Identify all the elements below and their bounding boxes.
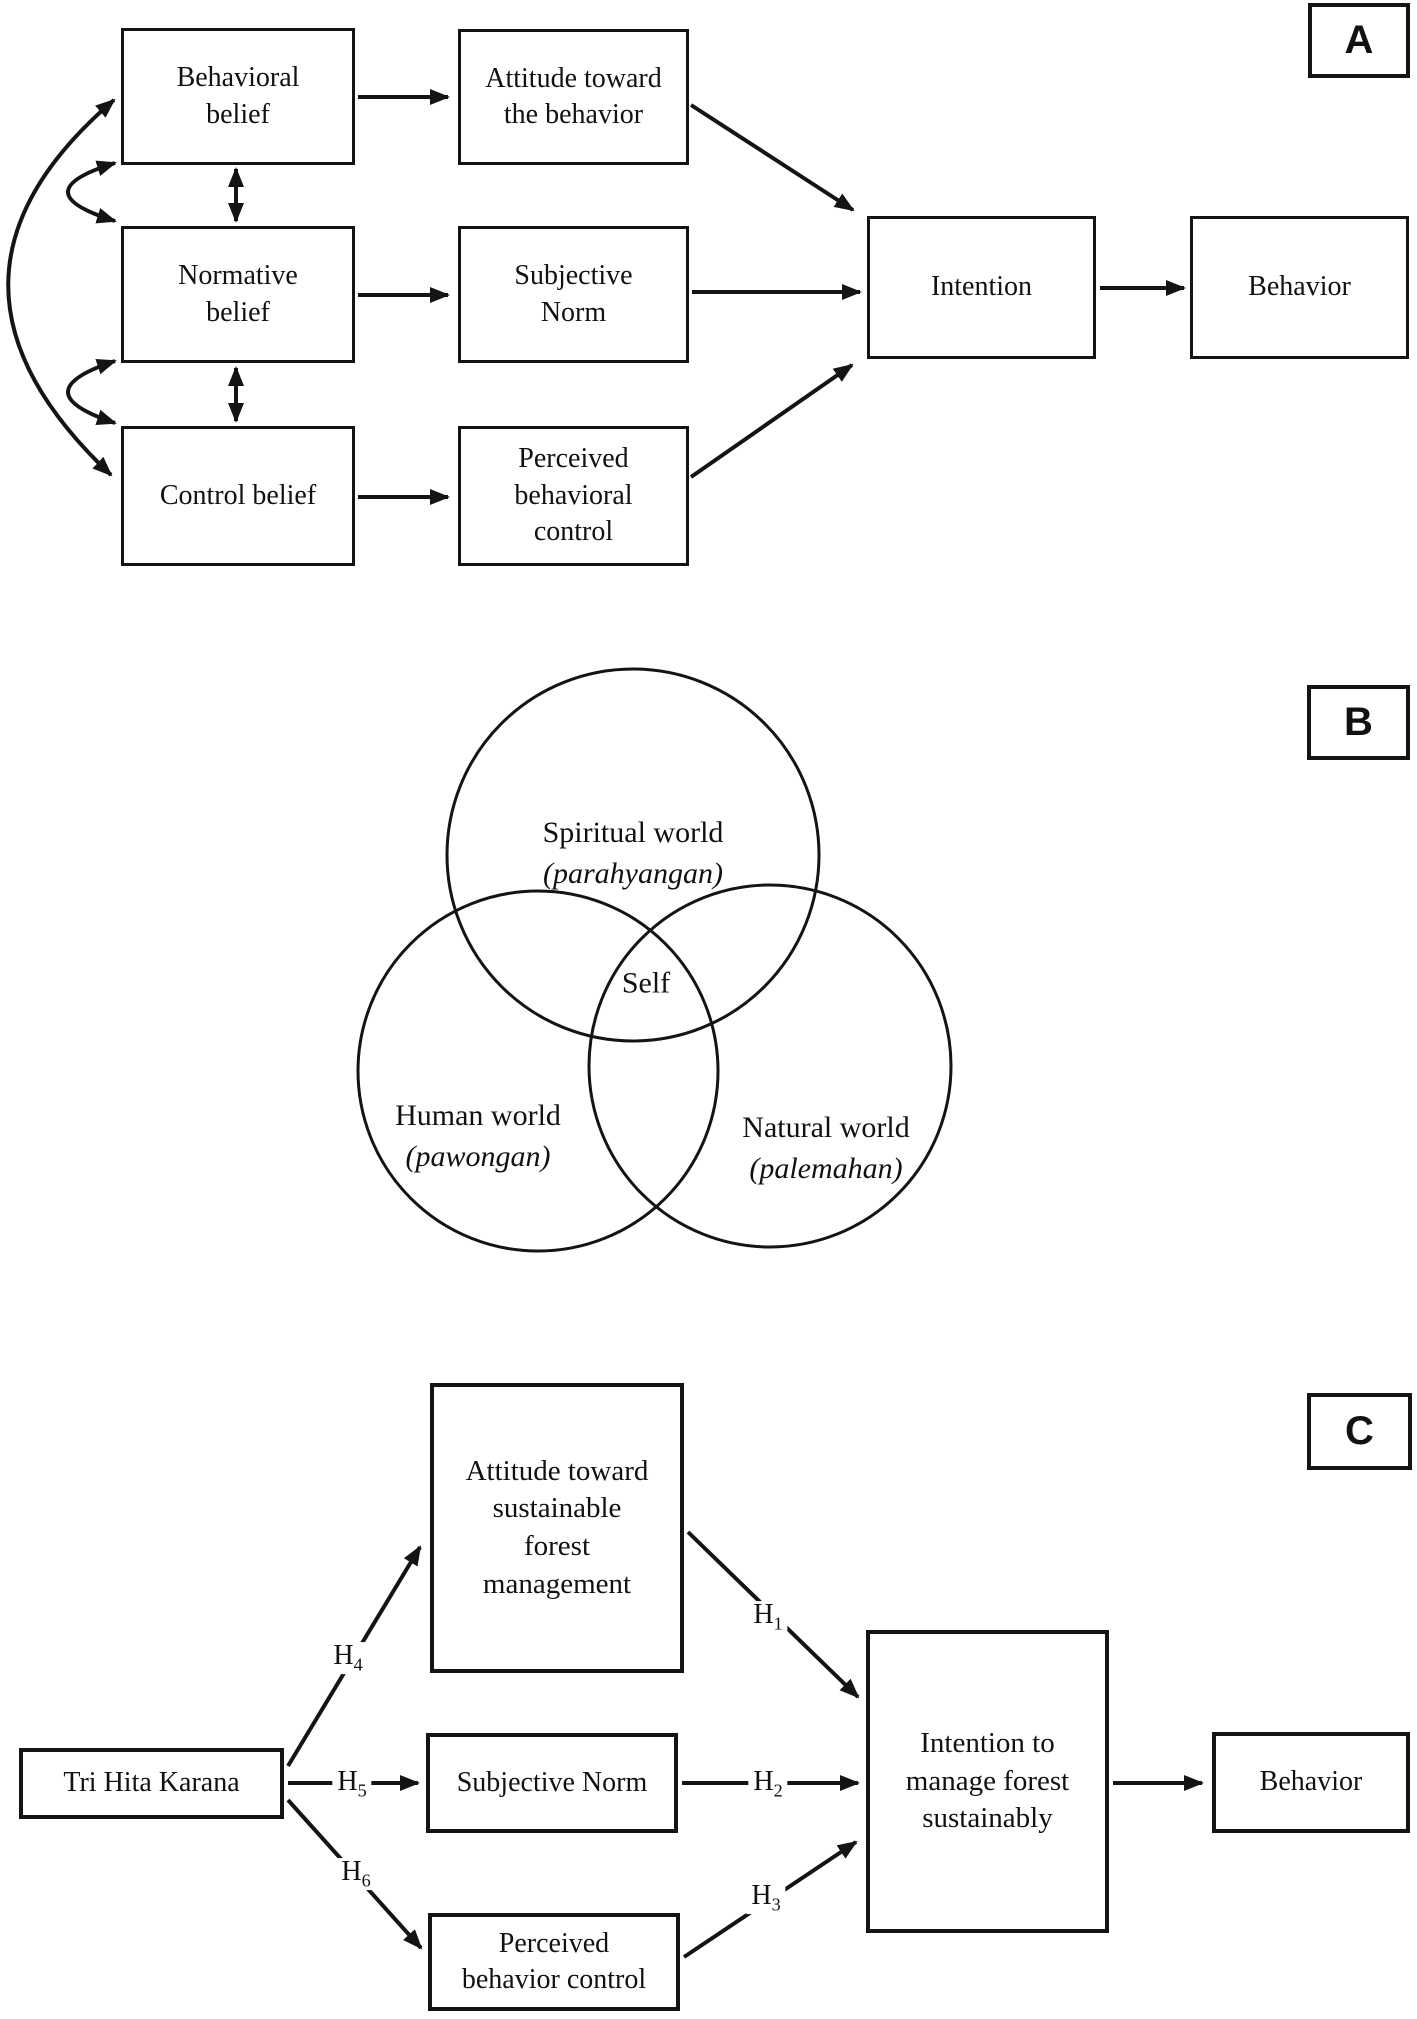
venn-circle-spiritual	[445, 667, 821, 1043]
venn-label-spiritual: Spiritual world (parahyangan)	[543, 812, 724, 894]
panel-label-a: A	[1308, 3, 1410, 78]
hypothesis-label-h6: H6	[336, 1856, 376, 1891]
hypothesis-h3-base: H	[751, 1880, 772, 1912]
panel-label-b-text: B	[1344, 700, 1373, 744]
venn-label-self: Self	[622, 962, 670, 1003]
box-normative-belief-label: Normative belief	[178, 260, 298, 328]
box-behavior-c-label: Behavior	[1259, 1766, 1363, 1798]
box-perceived-behavior-control-label: Perceived behavior control	[461, 1927, 647, 1995]
box-behavior-c: Behavior	[1212, 1732, 1410, 1833]
box-intention-forest: Intention to manage forest sustainably	[866, 1630, 1109, 1933]
arrow-attitude-to-intention	[689, 103, 855, 212]
box-perceived-behavioral-control-label: Perceived behavioral control	[514, 443, 633, 548]
box-attitude-toward-behavior-label: Attitude toward the behavior	[485, 62, 662, 130]
venn-label-self-text: Self	[621, 966, 671, 1000]
box-perceived-behavioral-control: Perceived behavioral control	[458, 426, 689, 566]
venn-label-human: Human world (pawongan)	[395, 1095, 561, 1177]
hypothesis-h2-base: H	[753, 1766, 774, 1798]
box-behavior-a-label: Behavior	[1248, 271, 1351, 303]
panel-label-c: C	[1307, 1393, 1412, 1470]
box-control-belief-label: Control belief	[159, 479, 317, 511]
box-control-belief: Control belief	[121, 426, 355, 566]
hypothesis-h1-sub: 1	[773, 1613, 783, 1634]
box-intention-label: Intention	[930, 271, 1033, 303]
arc-behavioral-control	[6, 98, 116, 477]
hypothesis-h5-sub: 5	[357, 1780, 367, 1801]
venn-label-spiritual-title: Spiritual world	[542, 815, 724, 849]
box-subjective-norm: Subjective Norm	[458, 226, 689, 363]
box-normative-belief: Normative belief	[121, 226, 355, 363]
box-intention-forest-label: Intention to manage forest sustainably	[905, 1726, 1070, 1835]
panel-label-b: B	[1307, 685, 1410, 760]
arc-behavioral-normative	[66, 160, 117, 224]
box-attitude-sfm: Attitude toward sustainable forest manag…	[430, 1383, 684, 1673]
box-subjective-norm-label: Subjective Norm	[514, 260, 633, 328]
hypothesis-label-h3: H3	[746, 1880, 786, 1915]
arc-normative-control	[66, 359, 117, 425]
box-behavioral-belief: Behavioral belief	[121, 28, 355, 165]
hypothesis-h4-base: H	[333, 1640, 354, 1672]
box-subjective-norm-c: Subjective Norm	[426, 1733, 678, 1833]
box-perceived-behavior-control: Perceived behavior control	[428, 1913, 680, 2011]
hypothesis-label-h4: H4	[328, 1640, 368, 1675]
hypothesis-h4-sub: 4	[353, 1654, 363, 1675]
panel-label-a-text: A	[1344, 18, 1374, 62]
box-attitude-toward-behavior: Attitude toward the behavior	[458, 29, 689, 165]
hypothesis-h1-base: H	[753, 1599, 774, 1631]
hypothesis-label-h1: H1	[748, 1599, 788, 1634]
venn-label-human-title: Human world	[395, 1098, 561, 1132]
hypothesis-h6-sub: 6	[361, 1870, 371, 1891]
box-intention: Intention	[867, 216, 1096, 359]
hypothesis-h5-base: H	[337, 1766, 358, 1798]
hypothesis-label-h5: H5	[332, 1766, 372, 1801]
hypothesis-h2-sub: 2	[773, 1780, 783, 1801]
venn-label-natural-title: Natural world	[742, 1110, 910, 1144]
box-tri-hita-karana: Tri Hita Karana	[19, 1748, 284, 1819]
venn-label-natural: Natural world (palemahan)	[742, 1107, 909, 1189]
box-subjective-norm-c-label: Subjective Norm	[456, 1766, 648, 1798]
box-tri-hita-karana-label: Tri Hita Karana	[63, 1767, 240, 1799]
venn-label-spiritual-subtitle: (parahyangan)	[543, 857, 723, 890]
box-behavior-a: Behavior	[1190, 216, 1409, 359]
arrow-perceived-to-intention	[689, 363, 854, 479]
panel-label-c-text: C	[1345, 1409, 1374, 1453]
box-attitude-sfm-label: Attitude toward sustainable forest manag…	[465, 1454, 649, 1600]
box-behavioral-belief-label: Behavioral belief	[176, 62, 300, 130]
venn-label-natural-subtitle: (palemahan)	[749, 1152, 903, 1185]
hypothesis-label-h2: H2	[748, 1766, 788, 1801]
venn-label-human-subtitle: (pawongan)	[405, 1140, 551, 1173]
hypothesis-h3-sub: 3	[771, 1894, 781, 1915]
venn-circle-natural	[587, 883, 953, 1249]
hypothesis-h6-base: H	[341, 1856, 362, 1888]
venn-circle-human	[356, 889, 720, 1253]
